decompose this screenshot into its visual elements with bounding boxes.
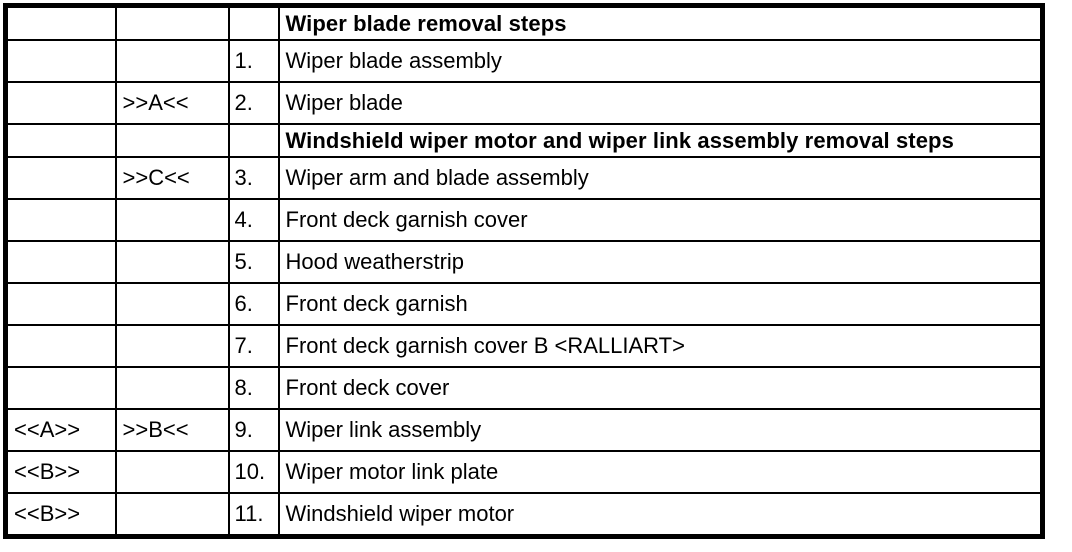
step-description-cell: Wiper blade [277, 81, 1044, 125]
installation-marker-cell [114, 123, 230, 158]
step-number-cell: 8. [227, 366, 280, 410]
step-number-cell: 9. [227, 408, 280, 452]
removal-marker-cell [4, 81, 117, 125]
step-number-cell: 1. [227, 39, 280, 83]
removal-marker-cell [4, 123, 117, 158]
removal-marker-cell [4, 366, 117, 410]
table-row-step: 6. Front deck garnish [4, 282, 1044, 326]
section-title-cell: Wiper blade removal steps [277, 4, 1044, 41]
removal-marker-cell [4, 198, 117, 242]
installation-marker-cell [114, 492, 230, 538]
installation-marker-cell [114, 282, 230, 326]
installation-marker-cell [114, 198, 230, 242]
removal-marker-cell [4, 240, 117, 284]
step-description-cell: Wiper link assembly [277, 408, 1044, 452]
removal-marker-cell: <<B>> [4, 450, 117, 494]
step-number-cell: 7. [227, 324, 280, 368]
step-number-cell: 10. [227, 450, 280, 494]
table-row-step: <<A>> >>B<< 9. Wiper link assembly [4, 408, 1044, 452]
table-row-step: 1. Wiper blade assembly [4, 39, 1044, 83]
step-number-cell [227, 123, 280, 158]
step-number-cell: 11. [227, 492, 280, 538]
step-description-cell: Front deck garnish [277, 282, 1044, 326]
step-description-cell: Windshield wiper motor [277, 492, 1044, 538]
removal-marker-cell [4, 39, 117, 83]
step-number-cell: 3. [227, 156, 280, 200]
table-row-step: <<B>> 10. Wiper motor link plate [4, 450, 1044, 494]
installation-marker-cell [114, 324, 230, 368]
step-description-cell: Wiper arm and blade assembly [277, 156, 1044, 200]
removal-marker-cell [4, 156, 117, 200]
removal-marker-cell: <<B>> [4, 492, 117, 538]
table-row-step: 4. Front deck garnish cover [4, 198, 1044, 242]
step-number-cell: 4. [227, 198, 280, 242]
removal-marker-cell [4, 4, 117, 41]
step-number-cell [227, 4, 280, 41]
step-number-cell: 2. [227, 81, 280, 125]
step-description-cell: Wiper motor link plate [277, 450, 1044, 494]
step-description-cell: Hood weatherstrip [277, 240, 1044, 284]
removal-marker-cell: <<A>> [4, 408, 117, 452]
removal-steps-table: Wiper blade removal steps 1. Wiper blade… [3, 3, 1045, 539]
table-row-step: >>C<< 3. Wiper arm and blade assembly [4, 156, 1044, 200]
installation-marker-cell: >>C<< [114, 156, 230, 200]
table-row-step: 7. Front deck garnish cover B <RALLIART> [4, 324, 1044, 368]
step-description-cell: Front deck garnish cover B <RALLIART> [277, 324, 1044, 368]
table-row-section: Wiper blade removal steps [4, 4, 1044, 41]
installation-marker-cell: >>B<< [114, 408, 230, 452]
installation-marker-cell [114, 450, 230, 494]
step-number-cell: 5. [227, 240, 280, 284]
step-description-cell: Front deck cover [277, 366, 1044, 410]
table-row-section: Windshield wiper motor and wiper link as… [4, 123, 1044, 158]
installation-marker-cell [114, 240, 230, 284]
table-row-step: <<B>> 11. Windshield wiper motor [4, 492, 1044, 538]
installation-marker-cell [114, 4, 230, 41]
section-title-cell: Windshield wiper motor and wiper link as… [277, 123, 1044, 158]
installation-marker-cell [114, 39, 230, 83]
table-row-step: 8. Front deck cover [4, 366, 1044, 410]
table-row-step: 5. Hood weatherstrip [4, 240, 1044, 284]
installation-marker-cell [114, 366, 230, 410]
step-number-cell: 6. [227, 282, 280, 326]
removal-marker-cell [4, 282, 117, 326]
removal-marker-cell [4, 324, 117, 368]
step-description-cell: Front deck garnish cover [277, 198, 1044, 242]
installation-marker-cell: >>A<< [114, 81, 230, 125]
table-row-step: >>A<< 2. Wiper blade [4, 81, 1044, 125]
step-description-cell: Wiper blade assembly [277, 39, 1044, 83]
